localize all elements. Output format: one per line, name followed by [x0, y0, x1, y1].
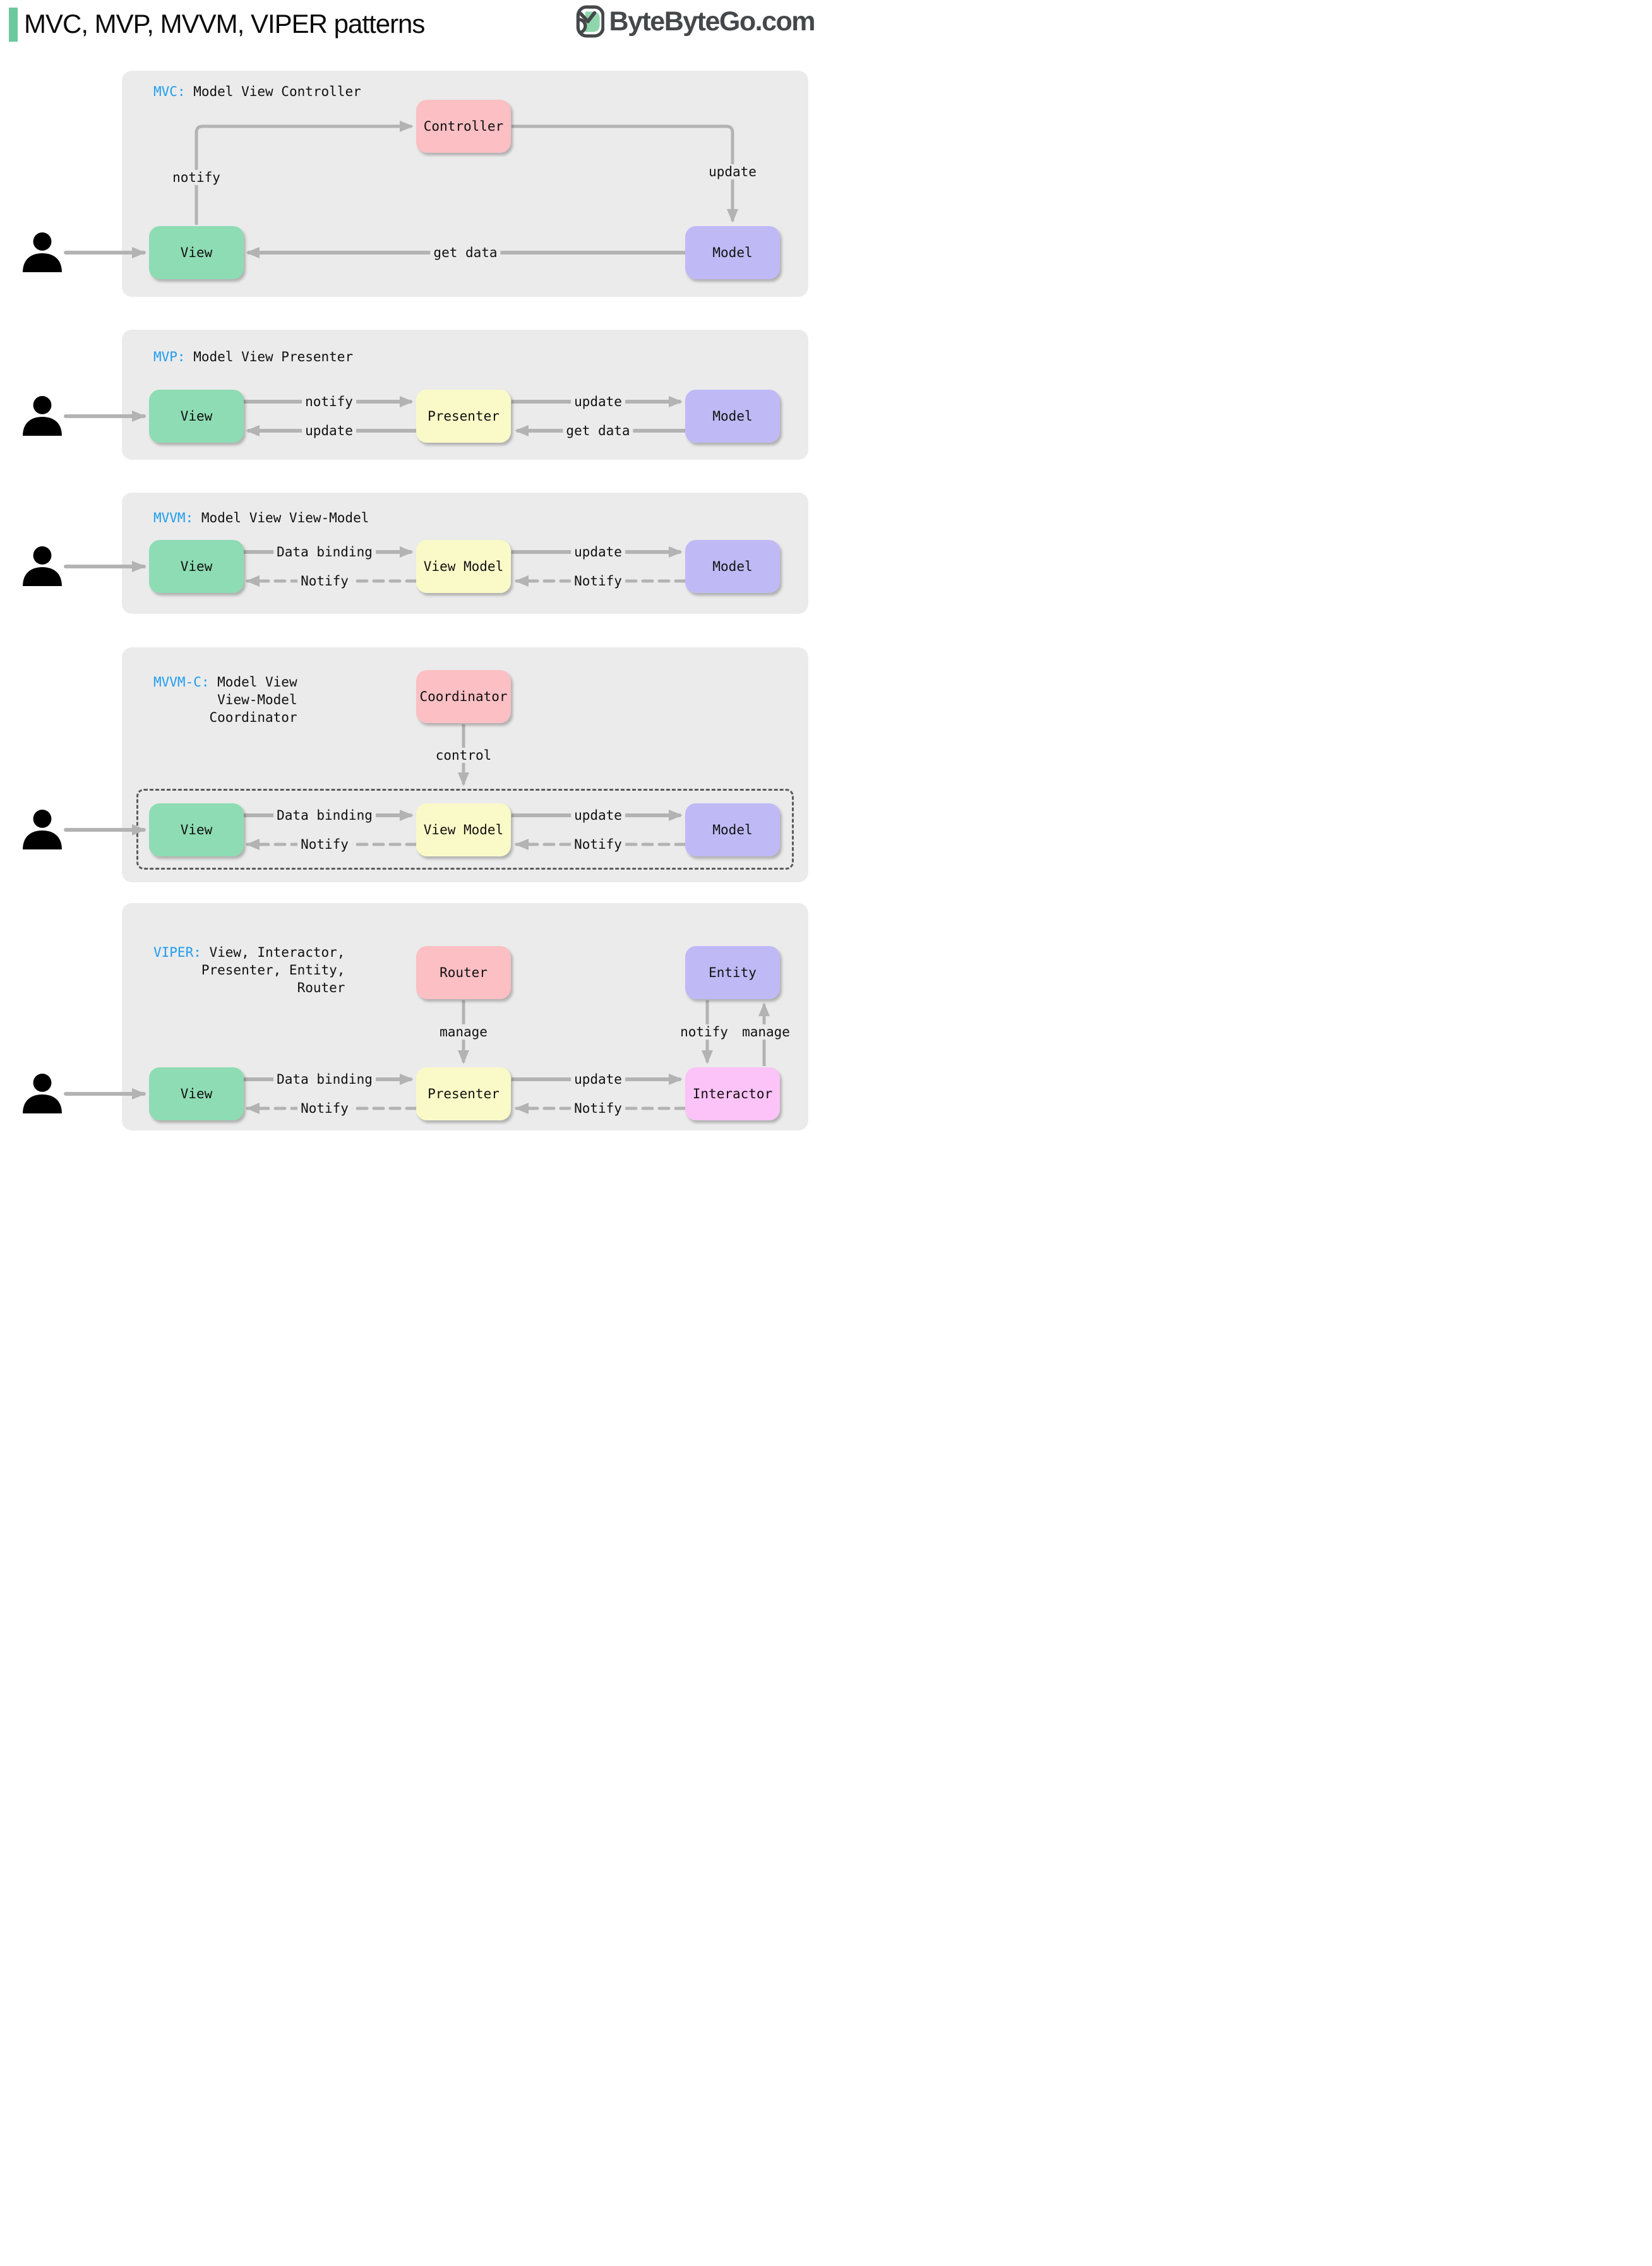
mvc-label: MVC: — [153, 84, 186, 99]
page-title: MVC, MVP, MVVM, VIPER patterns — [24, 9, 425, 39]
viper-notify-entity-label: notify — [677, 1024, 731, 1040]
mvp-get-data-label: get data — [563, 423, 633, 438]
mvc-notify-arrow — [195, 121, 414, 225]
mvp-presenter-box: Presenter — [416, 390, 511, 443]
mvvm-notify-right-label: Notify — [571, 573, 625, 589]
mvvm-c-notify-right-label: Notify — [571, 837, 625, 852]
mvvm-c-notify-left-label: Notify — [297, 837, 352, 852]
mvc-notify-label: notify — [169, 170, 224, 185]
mvvm-c-model-box: Model — [685, 803, 780, 856]
mvc-update-label: update — [705, 164, 760, 179]
viper-router-box: Router — [416, 946, 511, 999]
viper-label: VIPER: — [153, 945, 201, 960]
mvvm-c-control-label: control — [432, 748, 495, 763]
title-accent-bar — [9, 8, 18, 42]
viper-update-label: update — [571, 1072, 625, 1087]
mvp-section-title: MVP: Model View Presenter — [153, 349, 354, 364]
mvvm-model-box: Model — [685, 540, 780, 593]
viper-section-title: VIPER: View, Interactor, Presenter, Enti… — [153, 945, 345, 995]
viper-view-box: View — [149, 1067, 244, 1120]
mvc-update-arrow — [512, 124, 738, 223]
mvvm-c-view-model-box: View Model — [416, 803, 511, 856]
viper-interactor-box: Interactor — [685, 1067, 780, 1120]
viper-manage-entity-label: manage — [739, 1024, 793, 1040]
mvvm-update-label: update — [571, 544, 625, 560]
mvp-update-right-label: update — [571, 394, 625, 409]
person-icon — [23, 232, 62, 272]
viper-data-binding-label: Data binding — [273, 1072, 376, 1087]
mvvm-c-update-label: update — [571, 808, 625, 823]
mvp-view-box: View — [149, 390, 244, 443]
mvp-update-left-label: update — [302, 423, 356, 438]
mvc-model-box: Model — [685, 226, 780, 279]
mvp-notify-label: notify — [302, 394, 356, 409]
mvp-model-box: Model — [685, 390, 780, 443]
mvvm-c-label: MVVM-C: — [153, 674, 210, 690]
person-icon — [23, 396, 62, 436]
bytebytego-logo-text: ByteByteGo.com — [609, 6, 816, 37]
viper-notify-right-label: Notify — [571, 1101, 625, 1116]
mvvm-view-model-box: View Model — [416, 540, 511, 593]
mvvm-c-view-box: View — [149, 803, 244, 856]
mvvm-section-title: MVVM: Model View View-Model — [153, 510, 369, 525]
mvc-get-data-label: get data — [430, 245, 501, 260]
viper-manage-router-label: manage — [436, 1024, 491, 1040]
mvp-label: MVP: — [153, 349, 186, 364]
viper-presenter-box: Presenter — [416, 1067, 511, 1120]
mvvm-notify-left-label: Notify — [297, 573, 352, 589]
viper-notify-left-label: Notify — [297, 1101, 352, 1116]
mvvm-label: MVVM: — [153, 510, 194, 525]
bytebytego-logo: ByteByteGo.com — [573, 5, 816, 38]
mvc-view-box: View — [149, 226, 244, 279]
person-icon — [23, 810, 62, 849]
person-icon — [23, 1074, 62, 1113]
mvvm-c-section-title: MVVM-C: Model View View-Model Coordinato… — [153, 674, 297, 725]
mvc-controller-box: Controller — [416, 100, 511, 153]
bytebytego-logo-icon — [576, 5, 604, 38]
mvvm-c-coordinator-box: Coordinator — [416, 670, 511, 723]
mvvm-view-box: View — [149, 540, 244, 593]
page: MVC, MVP, MVVM, VIPER patterns ByteByteG… — [0, 0, 826, 1133]
mvvm-c-data-binding-label: Data binding — [273, 808, 376, 823]
person-icon — [23, 546, 62, 586]
mvvm-data-binding-label: Data binding — [273, 544, 376, 560]
mvc-section-title: MVC: Model View Controller — [153, 84, 361, 99]
viper-entity-box: Entity — [685, 946, 780, 999]
